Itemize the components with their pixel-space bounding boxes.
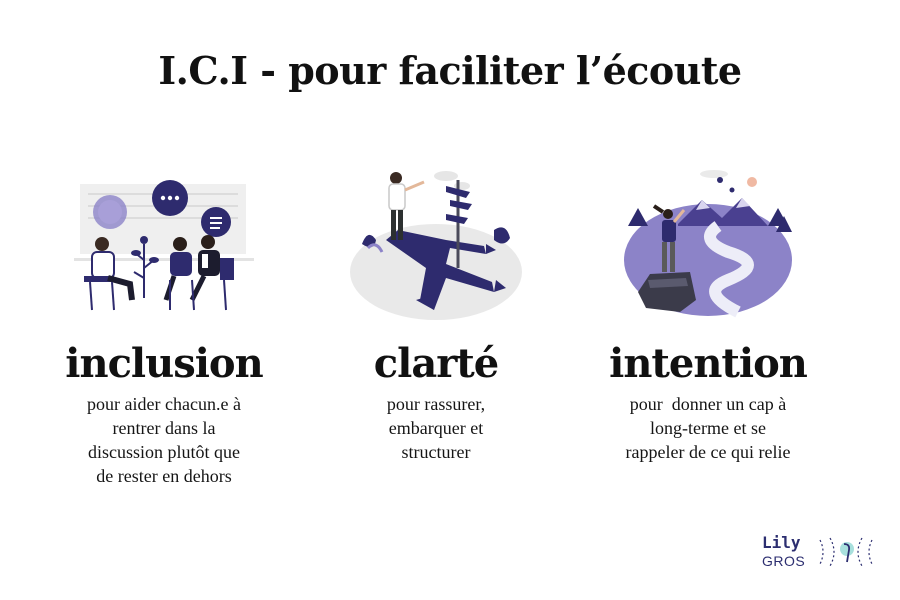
description-intention: pour donner un cap à long-terme et se ra…	[578, 392, 838, 464]
description-line: pour donner un cap à	[629, 394, 787, 414]
heading-clarte: clarté	[373, 340, 499, 387]
page-title: I.C.I - pour faciliter l’écoute	[158, 48, 742, 93]
heading-intention: intention	[609, 340, 808, 387]
description-line: embarquer et	[388, 418, 484, 438]
crossroads-signpost-illustration	[350, 171, 522, 320]
logo-mark-icon	[819, 537, 873, 567]
description-clarte: pour rassurer, embarquer et structurer	[306, 392, 566, 464]
description-line: structurer	[401, 442, 471, 462]
logo-last-name: GROS	[762, 553, 806, 569]
description-line: de rester en dehors	[96, 466, 232, 486]
description-line: pour rassurer,	[386, 394, 486, 414]
description-inclusion: pour aider chacun.e à rentrer dans la di…	[34, 392, 294, 488]
description-line: discussion plutôt que	[88, 442, 240, 462]
mountain-path-illustration	[624, 170, 792, 318]
description-line: long-terme et se	[650, 418, 766, 438]
description-line: pour aider chacun.e à	[87, 394, 241, 414]
column-clarte: clarté pour rassurer, embarquer et struc…	[306, 160, 566, 464]
group-discussion-illustration	[74, 180, 254, 311]
description-line: rentrer dans la	[112, 418, 216, 438]
description-line: rappeler de ce qui relie	[625, 442, 791, 462]
column-intention: intention pour donner un cap à long-term…	[578, 160, 838, 464]
logo-first-name: Lily	[762, 533, 801, 552]
author-logo: Lily GROS	[762, 532, 880, 574]
heading-inclusion: inclusion	[65, 340, 263, 387]
column-inclusion: inclusion pour aider chacun.e à rentrer …	[34, 160, 294, 488]
